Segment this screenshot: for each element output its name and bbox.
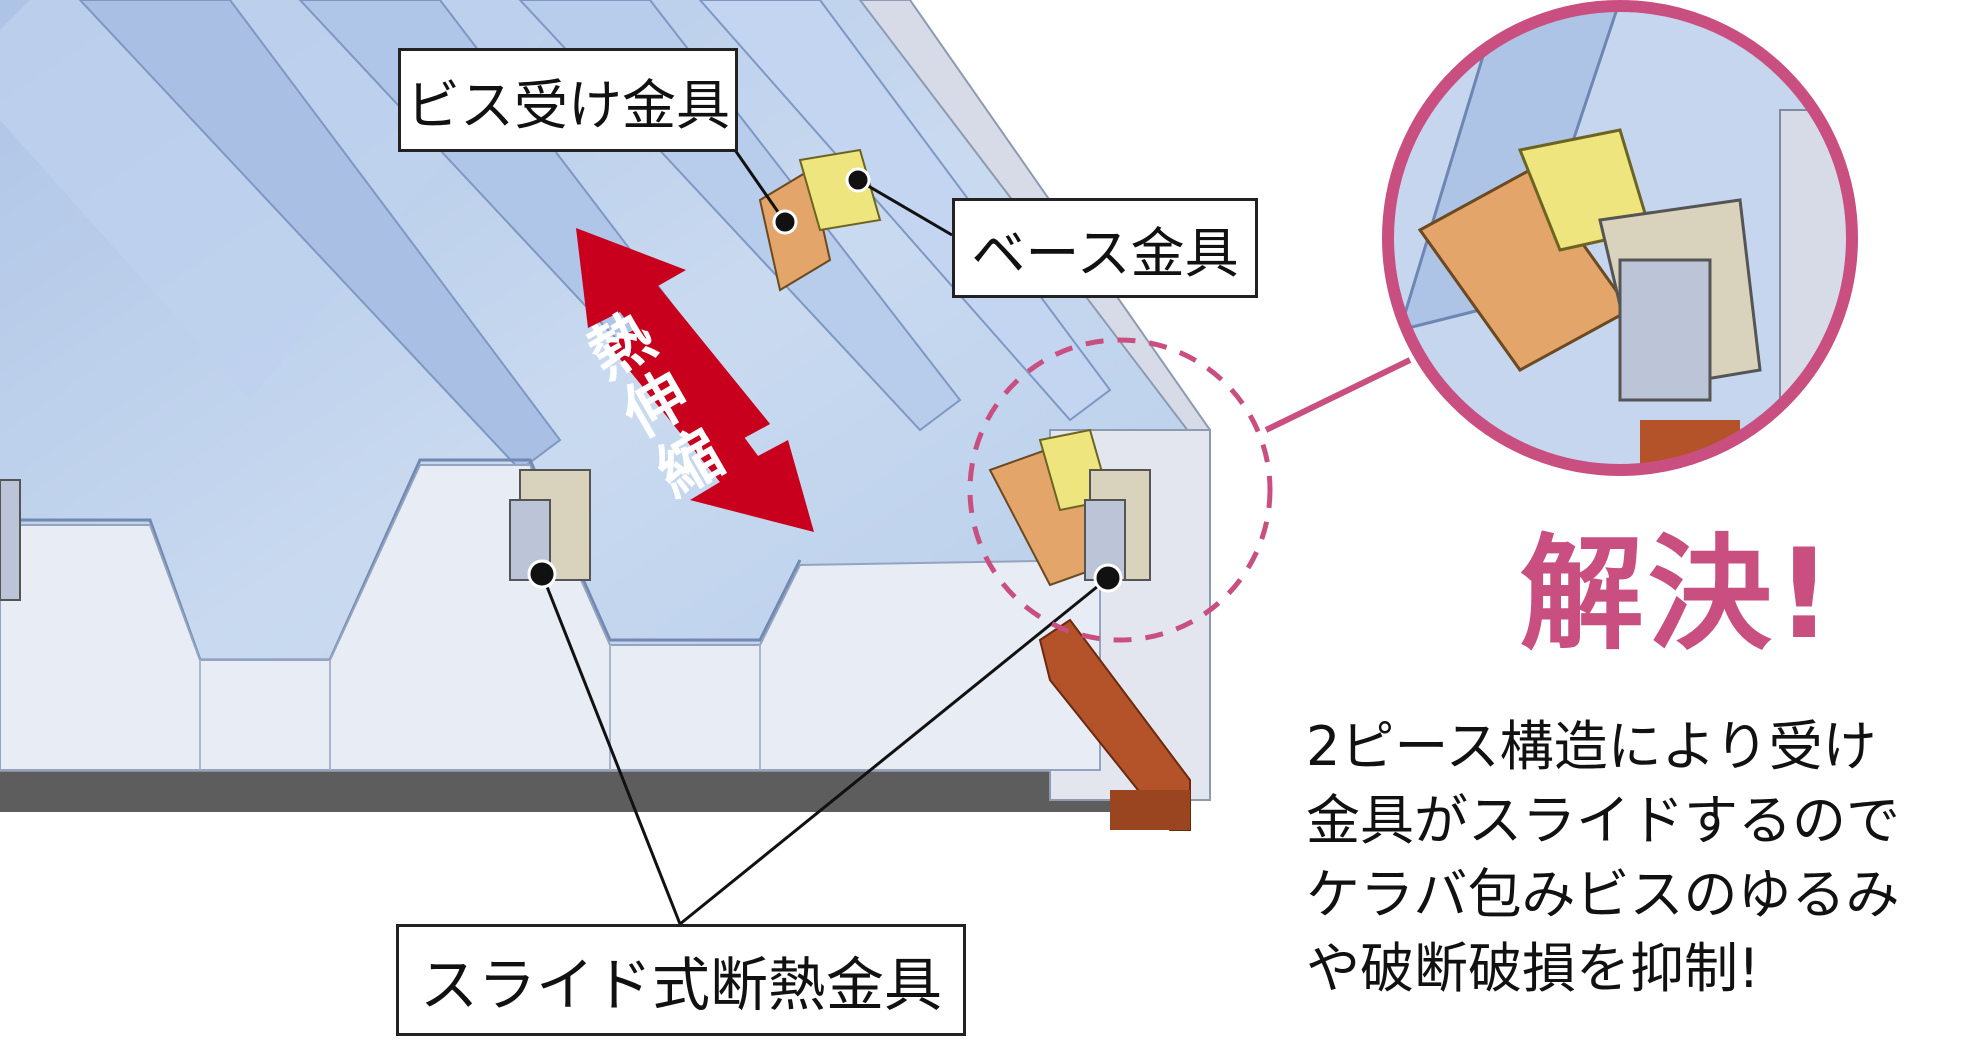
description-line: 2ピース構造により受け: [1306, 715, 1877, 778]
callout-slide-bracket: スライド式断熱金具: [396, 924, 966, 1036]
callout-screw-bracket-text: ビス受け金具: [406, 73, 730, 137]
highlight-dashed-circle: [967, 337, 1273, 643]
leader-lines: [540, 149, 1109, 926]
marker-base-bracket: [845, 167, 871, 193]
description-line: ケラバ包みビスのゆるみ: [1306, 863, 1900, 926]
callout-screw-bracket: ビス受け金具: [398, 48, 738, 152]
marker-screw-bracket: [772, 209, 798, 235]
result-description: 2ピース構造により受け 金具がスライドするので ケラバ包みビスのゆるみ や破断破…: [1306, 710, 1956, 1006]
marker-slide-right: [1093, 563, 1123, 593]
steel-beam: [1038, 618, 1191, 831]
zoom-connector: [1264, 357, 1412, 433]
zoom-inset: [1382, 0, 1858, 476]
callout-base-bracket: ベース金具: [952, 198, 1258, 298]
callout-slide-bracket-text: スライド式断熱金具: [419, 951, 942, 1019]
thermal-arrow: [576, 228, 814, 532]
description-line: 金具がスライドするので: [1306, 789, 1900, 852]
marker-slide-left: [527, 559, 557, 589]
slide-bracket-right: [988, 428, 1151, 587]
description-line: や破断破損を抑制!: [1306, 937, 1760, 1000]
result-title: 解決!: [1519, 523, 1837, 667]
roof-panel: [0, 0, 1211, 801]
callout-base-bracket-text: ベース金具: [971, 221, 1239, 285]
